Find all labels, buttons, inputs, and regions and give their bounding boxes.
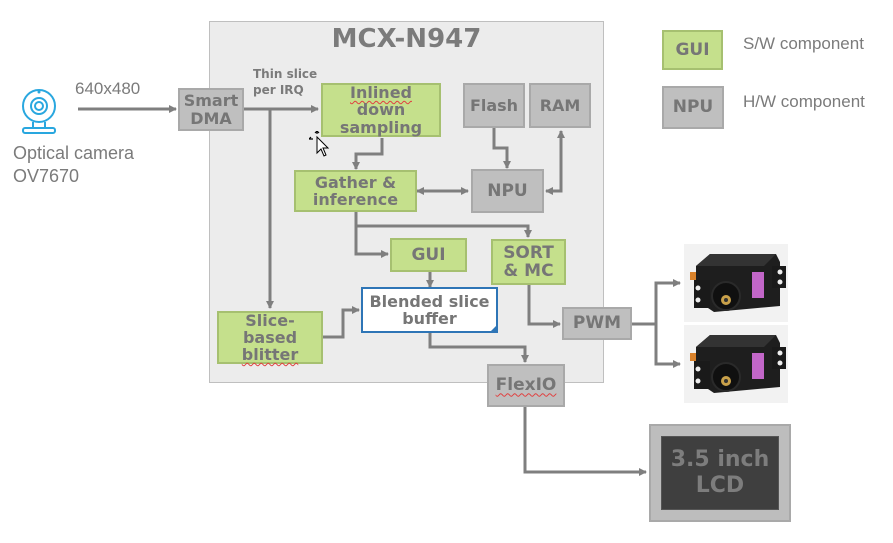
down-word: down [356,100,406,120]
flexio-label: FlexIO [495,375,557,396]
npu-label: NPU [487,180,528,201]
slice-based-blitter-block[interactable]: Slice-based blitter [217,311,323,364]
ram-block[interactable]: RAM [529,83,591,128]
ram-label: RAM [539,95,581,115]
wire-downsampling-to-gather [352,138,384,170]
gather-inference-line2: inference [312,190,399,209]
wire-buffer-to-flexio [428,333,529,363]
webcam-icon [17,86,61,142]
pwm-label: PWM [572,313,622,334]
smart-dma-line2: DMA [190,108,232,128]
legend-hw-description: H/W component [743,92,865,111]
thin-slice-line1: Thin slice [253,67,318,81]
camera-label-line1: Optical camera [13,143,135,163]
legend-hw-swatch: NPU [662,86,724,129]
mouse-cursor-icon [309,131,330,157]
lcd-line2: LCD [695,473,745,498]
npu-block[interactable]: NPU [471,169,544,213]
inlined-word: Inlined [349,83,412,103]
wire-npu-ram [546,130,565,193]
smart-dma-block[interactable]: Smart DMA [178,88,244,131]
sort-mc-line1: SORT [503,242,554,263]
wire-gather-to-sort [356,224,532,238]
blended-slice-buffer-line1: Blended slice [369,291,490,311]
gui-block[interactable]: GUI [390,238,467,272]
servo-motor-icon [684,244,788,322]
sort-mc-line2: & MC [503,261,554,281]
wire-flash-to-npu [492,128,511,169]
lcd-display-block[interactable]: 3.5 inch LCD [649,424,791,522]
legend-sw-swatch-label: GUI [675,39,710,60]
gather-inference-line1: Gather & [314,172,397,192]
sort-mc-block[interactable]: SORT & MC [491,239,566,285]
legend-sw-description: S/W component [743,34,864,53]
slice-based-blitter-line1: Slice-based [242,310,298,347]
wire-pwm-to-servo-1 [632,279,681,326]
lcd-line1: 3.5 inch [670,446,770,472]
chip-title: MCX-N947 [331,24,482,54]
flash-block[interactable]: Flash [463,83,525,128]
pwm-block[interactable]: PWM [562,307,632,340]
legend-sw-swatch: GUI [662,30,723,70]
flash-label: Flash [469,95,519,115]
thin-slice-annotation: Thin slice per IRQ [253,66,317,98]
legend-hw-swatch-label: NPU [672,97,714,118]
camera-label: Optical camera OV7670 [13,142,134,188]
inlined-down-sampling-block[interactable]: Inlined down sampling [321,83,441,137]
wire-gather-to-gui [354,212,389,258]
thin-slice-line2: per IRQ [253,83,304,97]
camera-resolution-label: 640x480 [75,79,141,98]
slice-based-blitter-line2: blitter [241,345,299,365]
camera-label-line2: OV7670 [13,166,80,186]
wire-pwm-to-servo-2 [654,324,681,368]
lcd-screen: 3.5 inch LCD [661,436,779,510]
smart-dma-line1: Smart [183,91,239,111]
wire-blitter-to-buffer [323,306,360,339]
gather-inference-block[interactable]: Gather & inference [294,170,417,212]
gui-label: GUI [411,244,446,265]
inlined-down-sampling-line1: Inlined down [323,84,439,119]
blended-slice-buffer-line2: buffer [402,309,457,328]
wire-flexio-to-lcd [523,407,647,476]
inlined-down-sampling-line2: sampling [339,117,423,137]
blended-slice-buffer-block[interactable]: Blended slice buffer [361,287,498,333]
flexio-block[interactable]: FlexIO [487,364,565,407]
wire-sort-to-pwm [527,285,561,328]
servo-motor-icon [684,325,788,403]
folded-corner-icon [489,324,498,333]
